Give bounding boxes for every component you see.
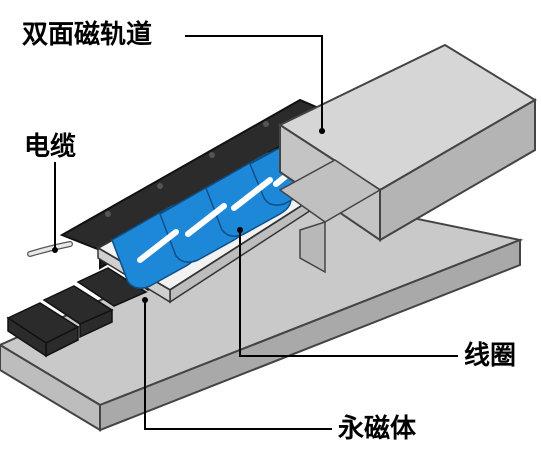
label-coil: 线圈: [464, 341, 517, 371]
upper-block: [277, 43, 537, 274]
label-double-sided-magnetic-track: 双面磁轨道: [22, 20, 153, 50]
leader-dots: [52, 128, 325, 303]
label-permanent-magnet: 永磁体: [338, 414, 417, 444]
leader-lines: [54, 35, 458, 430]
label-cable: 电缆: [24, 132, 77, 162]
lower-track-base: [0, 198, 524, 432]
cable: [27, 241, 73, 257]
